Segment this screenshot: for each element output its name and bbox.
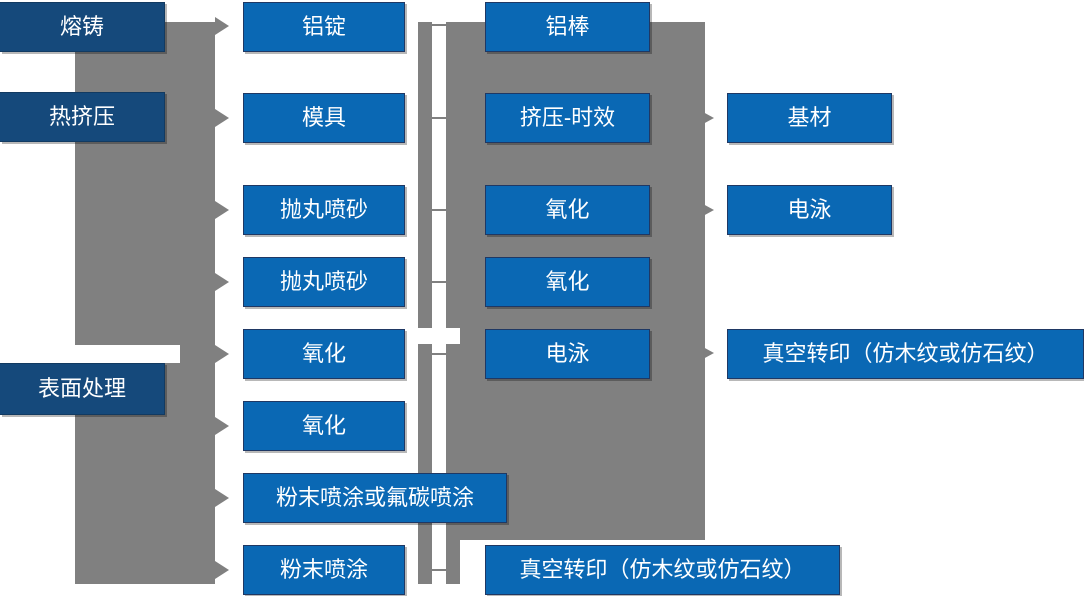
process-box-label: 粉末喷涂或氟碳喷涂: [275, 485, 474, 510]
process-box-label: 氧化: [545, 269, 590, 294]
arrow-to-col2-2: [215, 201, 229, 219]
mid-connector-bar-a2: [418, 344, 432, 584]
process-box-powder-coating[interactable]: 粉末喷涂: [243, 545, 405, 595]
process-box-oxidation-1[interactable]: 氧化: [485, 185, 650, 235]
process-box-label: 真空转印（仿木纹或仿石纹）: [519, 557, 806, 582]
mid-connector-rung-1: [430, 117, 448, 119]
process-box-label: 粉末喷涂: [279, 557, 368, 582]
process-box-aluminium-bar[interactable]: 铝棒: [485, 2, 650, 52]
process-box-label: 氧化: [301, 413, 346, 438]
process-box-label: 抛丸喷砂: [279, 269, 368, 294]
process-box-electrophoresis-mid[interactable]: 电泳: [485, 329, 650, 379]
stage-box-label: 表面处理: [37, 376, 126, 401]
process-box-mould[interactable]: 模具: [243, 93, 405, 143]
process-box-label: 挤压-时效: [519, 105, 616, 130]
arrow-to-col4-0: [703, 112, 714, 124]
mid-connector-rung-0: [430, 24, 448, 26]
stage-box-melting[interactable]: 熔铸: [0, 2, 165, 52]
mid-connector-rung-2: [430, 209, 448, 211]
arrow-to-col2-0: [215, 17, 229, 35]
arrow-to-col2-4: [215, 345, 229, 363]
result-box-electrophoresis[interactable]: 电泳: [727, 185, 892, 235]
arrow-to-col4-2: [703, 347, 714, 359]
result-box-label: 基材: [787, 105, 832, 130]
arrow-to-col2-6: [215, 489, 229, 507]
result-box-substrate[interactable]: 基材: [727, 93, 892, 143]
process-box-shot-blasting-1[interactable]: 抛丸喷砂: [243, 185, 405, 235]
process-box-extrusion-aging[interactable]: 挤压-时效: [485, 93, 650, 143]
mid-connector-bar-b: [446, 22, 460, 328]
process-box-label: 铝锭: [301, 14, 346, 39]
mid-connector-rung-4: [430, 353, 448, 355]
mid-connector-rung-3: [430, 281, 448, 283]
process-box-label: 模具: [301, 105, 346, 130]
process-box-aluminium-ingot[interactable]: 铝锭: [243, 2, 405, 52]
stage-box-label: 熔铸: [59, 14, 104, 39]
process-box-powder-or-fluorocarbon-coating[interactable]: 粉末喷涂或氟碳喷涂: [243, 473, 507, 523]
result-box-vacuum-transfer-print[interactable]: 真空转印（仿木纹或仿石纹）: [727, 329, 1084, 379]
arrow-to-col2-1: [215, 109, 229, 127]
process-box-label: 铝棒: [545, 14, 590, 39]
process-box-label: 氧化: [301, 341, 346, 366]
process-box-label: 氧化: [545, 197, 590, 222]
process-box-anodising-1[interactable]: 氧化: [243, 329, 405, 379]
left-connector-notch-mid: [0, 345, 180, 363]
process-box-label: 抛丸喷砂: [279, 197, 368, 222]
stage-box-hot-extrusion[interactable]: 热挤压: [0, 92, 165, 142]
process-box-oxidation-2[interactable]: 氧化: [485, 257, 650, 307]
arrow-to-col2-5: [215, 417, 229, 435]
process-box-label: 电泳: [545, 341, 590, 366]
mid-connector-rung-5: [430, 569, 448, 571]
arrow-to-col4-1: [703, 204, 714, 216]
process-box-shot-blasting-2[interactable]: 抛丸喷砂: [243, 257, 405, 307]
mid-connector-bar-a: [418, 22, 432, 328]
process-box-anodising-2[interactable]: 氧化: [243, 401, 405, 451]
mid-connector-bar-b2: [446, 344, 460, 584]
surface-treatment-stub: [163, 388, 183, 391]
stage-box-label: 热挤压: [48, 104, 115, 129]
stage-box-surface-treatment[interactable]: 表面处理: [0, 363, 165, 415]
arrow-to-col2-3: [215, 273, 229, 291]
arrow-to-col2-7: [215, 561, 229, 579]
process-box-vacuum-transfer-print-mid[interactable]: 真空转印（仿木纹或仿石纹）: [485, 545, 840, 595]
result-box-label: 电泳: [787, 197, 832, 222]
result-box-label: 真空转印（仿木纹或仿石纹）: [762, 341, 1049, 366]
